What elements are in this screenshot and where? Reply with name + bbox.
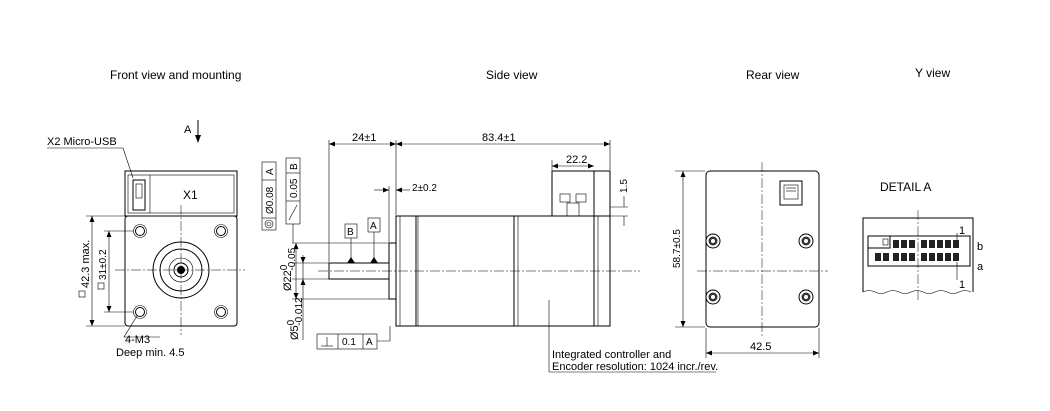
rear-housing	[705, 170, 820, 328]
dim-dia-pilot: Ø220-0.05	[279, 247, 298, 291]
rear-port	[779, 180, 803, 206]
row-b-label: b	[977, 241, 983, 253]
rear-screws	[705, 233, 814, 305]
rear-view-title: Rear view	[746, 68, 800, 82]
y-view: DETAIL A 1	[862, 180, 984, 300]
dim-rear-height: 58.7±0.5	[672, 229, 683, 268]
front-arrow-label: A	[184, 124, 192, 136]
svg-text:0.1: 0.1	[342, 337, 356, 348]
side-view: 24±1 83.4±1 22.2 2±0.2 1.5 A Ø0.08	[261, 132, 718, 373]
svg-text:B: B	[289, 163, 300, 170]
dim-dia-shaft: Ø50-0.012	[286, 297, 305, 340]
svg-text:A: A	[366, 337, 373, 348]
note-line1: Integrated controller and	[552, 349, 671, 361]
dim-22: 22.2	[566, 154, 587, 166]
side-view-title: Side view	[486, 68, 538, 82]
gdt-runout: B 0.05	[285, 157, 301, 243]
thread-depth: Deep min. 4.5	[116, 347, 184, 359]
y-view-title: Y view	[915, 66, 950, 80]
svg-text:A: A	[265, 168, 276, 175]
pin1-top: 1	[959, 225, 965, 237]
usb-label: X2 Micro-USB	[47, 136, 117, 148]
dim-square-outer: 42.3 max.	[80, 240, 92, 288]
front-view: A X2 Micro-USB X1	[47, 120, 245, 359]
detail-a-title: DETAIL A	[880, 180, 931, 194]
datum-a: A	[370, 221, 377, 232]
datum-b: B	[347, 227, 354, 238]
dim-2: 2±0.2	[412, 183, 437, 194]
micro-usb-port	[132, 179, 146, 211]
gdt-concentricity: A Ø0.08	[261, 161, 277, 231]
pin1-bottom: 1	[959, 279, 965, 291]
front-pilot	[152, 241, 210, 299]
mounting-holes	[133, 224, 228, 319]
connector-pins	[875, 240, 959, 261]
dim-15: 1.5	[619, 179, 630, 193]
svg-text:0.05: 0.05	[289, 178, 300, 198]
svg-text:Ø0.08: Ø0.08	[265, 186, 276, 214]
dim-rear-width: 42.5	[750, 341, 771, 353]
gdt-perpendicularity: 0.1 A	[316, 326, 391, 350]
front-view-title: Front view and mounting	[110, 68, 241, 82]
x1-label: X1	[183, 188, 198, 202]
rear-view: 58.7±0.5 42.5	[672, 162, 828, 358]
row-a-label: a	[977, 261, 984, 273]
top-connector	[551, 170, 595, 217]
note-line2: Encoder resolution: 1024 incr./rev.	[552, 361, 718, 373]
dim-total: 83.4±1	[482, 132, 516, 144]
dim-square-holes: 31±0.2	[98, 249, 109, 280]
front-shaft	[173, 262, 189, 278]
dim-flange: 24±1	[352, 132, 376, 144]
thread-label: 4-M3	[125, 334, 150, 346]
